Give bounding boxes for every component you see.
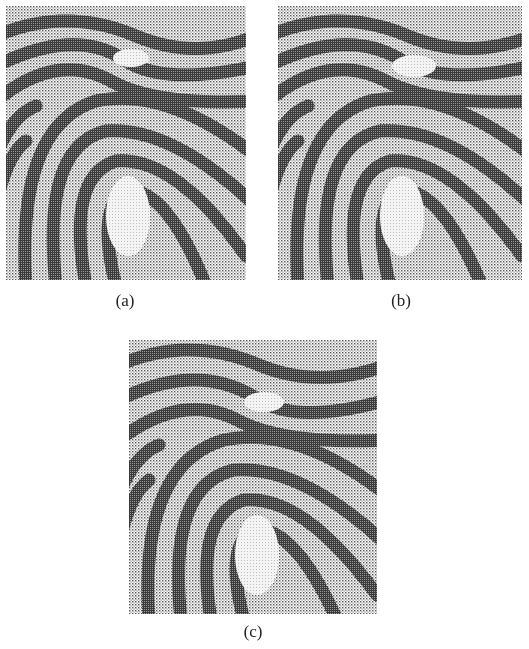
caption-a: (a) (115, 291, 135, 310)
caption-c: (c) (243, 622, 263, 641)
fingerprint-image-b (278, 6, 522, 280)
fingerprint-c-svg (129, 340, 377, 614)
fingerprint-a-svg (6, 6, 246, 280)
fingerprint-image-c (129, 340, 377, 614)
fingerprint-b-svg (278, 6, 522, 280)
fingerprint-image-a (6, 6, 246, 280)
caption-b: (b) (391, 291, 411, 310)
